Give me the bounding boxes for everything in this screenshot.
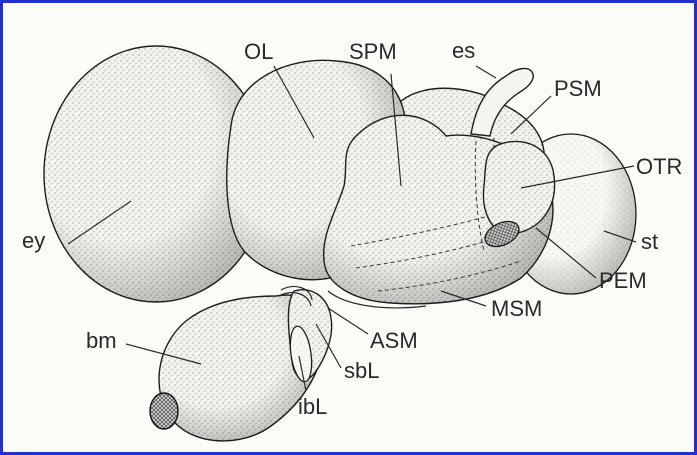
label-st: st	[641, 229, 658, 254]
label-ey: ey	[22, 228, 45, 253]
label-spm: SPM	[349, 39, 397, 64]
label-es: es	[452, 38, 475, 63]
label-msm: MSM	[491, 296, 542, 321]
label-ibl: ibL	[298, 394, 327, 419]
label-otr: OTR	[636, 154, 682, 179]
leader-es	[476, 66, 496, 78]
label-sbl: sbL	[344, 358, 379, 383]
label-psm: PSM	[554, 76, 602, 101]
label-pem: PEM	[599, 268, 647, 293]
leader-asm	[328, 308, 368, 334]
buccal-mass-opening	[150, 393, 178, 429]
label-ol: OL	[244, 39, 273, 64]
label-bm: bm	[86, 328, 117, 353]
brain-anatomy-diagram: OL SPM es PSM OTR ey st PEM MSM bm ASM s…	[6, 6, 697, 455]
label-asm: ASM	[370, 328, 418, 353]
